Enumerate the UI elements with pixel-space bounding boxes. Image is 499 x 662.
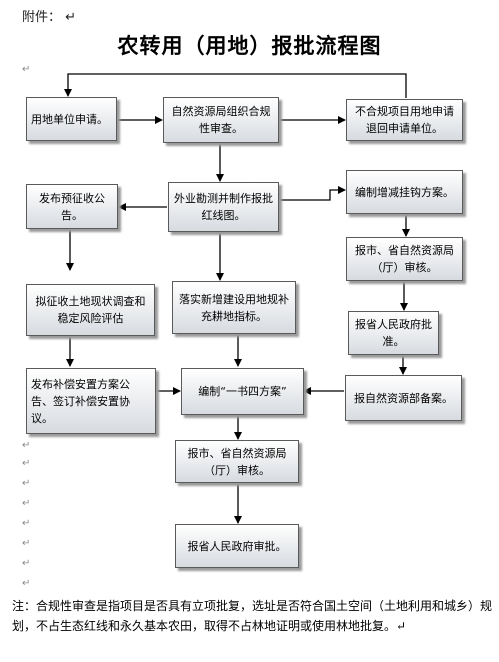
- arrow-survey-to-plan: [279, 186, 346, 201]
- node-compliance-review: 自然资源局组织合规性审查。: [163, 97, 279, 143]
- paragraph-mark: ↵: [22, 498, 31, 509]
- flowchart-title: 农转用（用地）报批流程图: [117, 34, 382, 58]
- node-pre-expropriation-notice: 发布预征收公告。: [26, 184, 118, 229]
- node-return-application: 不合规项目用地申请退回申请单位。: [346, 99, 463, 141]
- paragraph-mark: ↵: [22, 558, 31, 569]
- node-city-province-review-1: 报市、省自然资源局（厅）审核。: [346, 237, 463, 281]
- node-compile-one-book-four-plans: 编制“一书四方案”: [181, 368, 304, 415]
- arrow-return-to-apply: [64, 73, 407, 98]
- paragraph-mark: ↵: [22, 458, 31, 469]
- flowchart-connectors: [64, 73, 410, 524]
- node-field-survey: 外业勘测并制作报批红线图。: [168, 182, 279, 232]
- footnote: 注：合规性审查是指项目是否具有立项批复，选址是否符合国土空间（土地利用和城乡）规…: [12, 599, 493, 633]
- node-ministry-record: 报自然资源部备案。: [345, 375, 462, 421]
- node-status-investigation: 拟征收土地现状调查和稳定风险评估: [26, 284, 155, 336]
- paragraph-mark: ↵: [22, 578, 31, 589]
- node-city-province-review-2: 报市、省自然资源局（厅）审核。: [175, 440, 299, 483]
- node-implement-indicators: 落实新增建设用地规补充耕地指标。: [172, 281, 296, 334]
- paragraph-mark: ↵: [22, 64, 31, 75]
- paragraph-mark: ↵: [22, 440, 31, 451]
- paragraph-mark: ↵: [22, 518, 31, 529]
- paragraph-mark: ↵: [22, 478, 31, 489]
- paragraph-mark: ↵: [22, 538, 31, 549]
- attachment-label: 附件： ↵: [22, 10, 77, 25]
- node-compensation-announcement: 发布补偿安置方案公告、签订补偿安置协议。: [26, 368, 156, 434]
- node-apply: 用地单位申请。: [26, 97, 117, 141]
- node-province-gov-approval-2: 报省人民政府审批。: [175, 524, 299, 568]
- node-province-gov-approval-1: 报省人民政府批准。: [348, 311, 439, 355]
- node-compile-plan: 编制增减挂钩方案。: [346, 170, 463, 214]
